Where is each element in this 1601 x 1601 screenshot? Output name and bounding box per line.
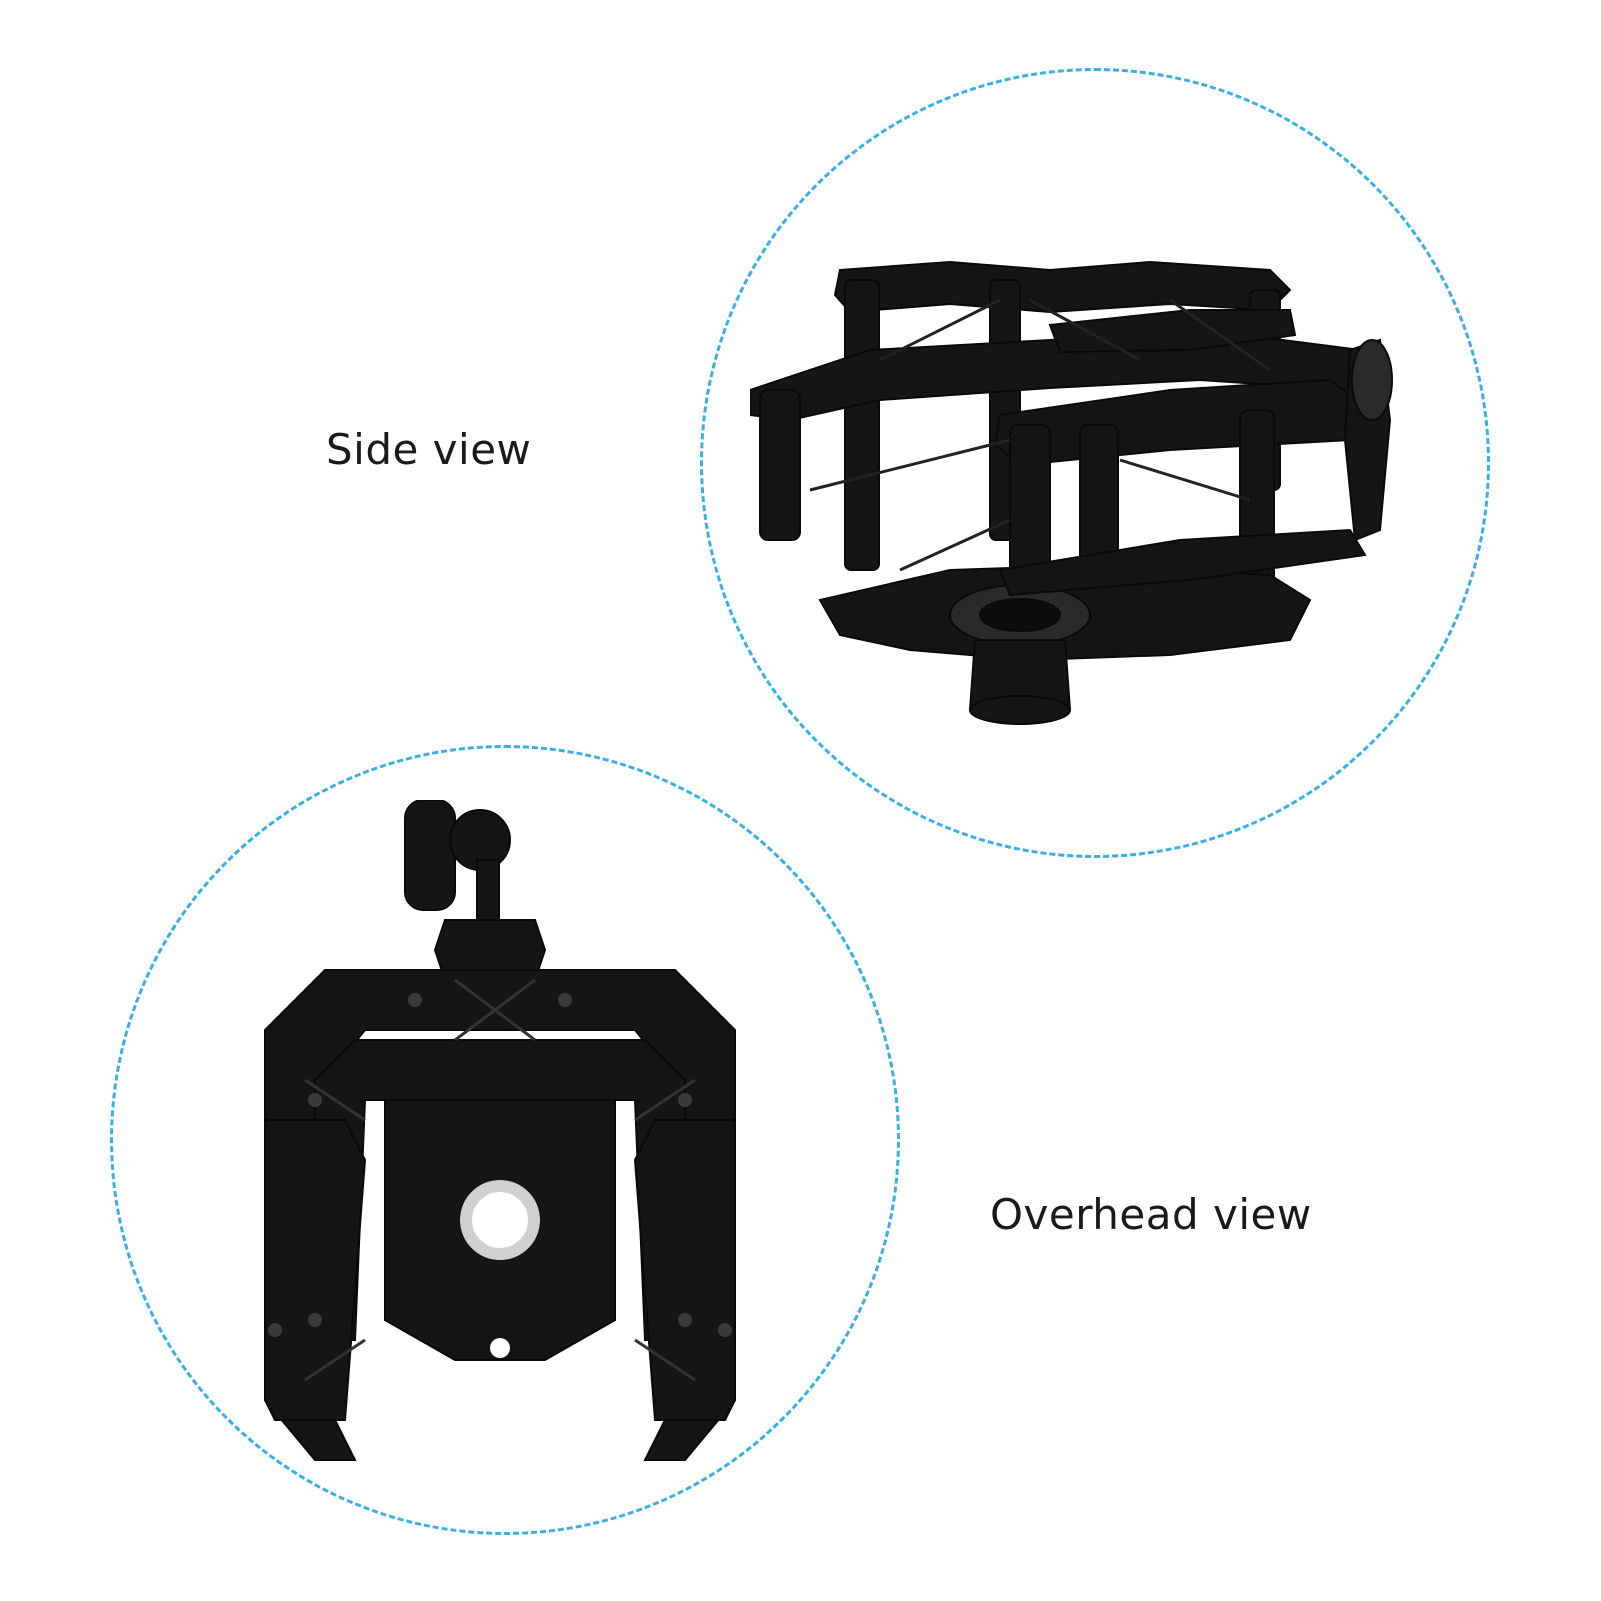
- shock-mount-side-photo: [750, 260, 1393, 725]
- dashed-circle-frame-side: [700, 68, 1490, 858]
- dashed-circle-frame-overhead: [110, 745, 900, 1535]
- overhead-view-caption: Overhead view: [990, 1190, 1312, 1239]
- side-view-caption: Side view: [326, 425, 532, 474]
- shock-mount-overhead-photo: [264, 800, 736, 1461]
